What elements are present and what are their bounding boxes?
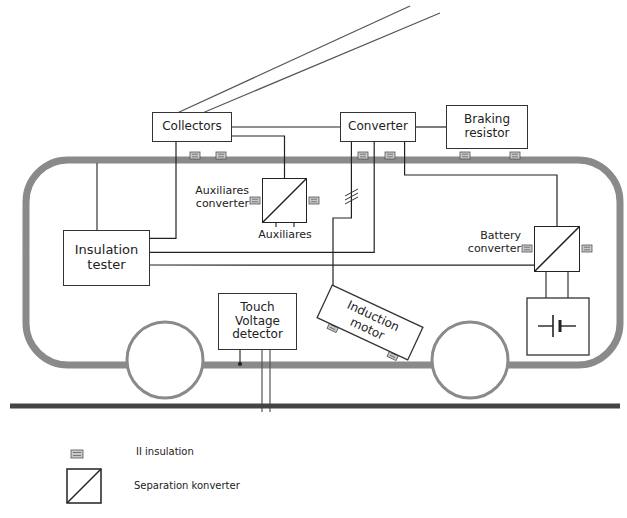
- probe-dot: [238, 362, 242, 366]
- separation-converter: Auxiliares converter: [262, 178, 307, 223]
- insulation-mark: [250, 197, 260, 204]
- wire-connector: [232, 136, 285, 178]
- node-text: Auxiliares converter: [191, 185, 249, 210]
- insulation-mark: [216, 152, 226, 159]
- node-text: Induction motor: [322, 291, 417, 355]
- battery-plate: [552, 315, 554, 337]
- node-text: Converter: [346, 120, 410, 134]
- swatch-square: [67, 469, 101, 503]
- node-text: Insulation tester: [69, 243, 144, 273]
- node-text: Collectors: [158, 120, 226, 134]
- body-probe: [239, 350, 240, 364]
- collector-box: Collectors: [152, 112, 232, 142]
- wire-connector: [150, 264, 534, 265]
- battery-wire: [567, 272, 568, 298]
- node-text: Touch Voltage detector: [224, 301, 291, 342]
- wire-connector: [232, 126, 340, 127]
- insulation-mark: [190, 152, 200, 159]
- motor-rect: [317, 285, 423, 360]
- insulation-swatch: [70, 449, 84, 459]
- bus-body: [26, 160, 620, 365]
- node-text: Battery converter: [459, 230, 521, 255]
- battery-wire: [545, 272, 546, 298]
- trolley-pole: [200, 13, 440, 114]
- road: [10, 404, 620, 409]
- aux-wire: [293, 223, 294, 227]
- node-text: Braking resistor: [452, 113, 522, 141]
- separation-converter: Battery converter: [534, 226, 580, 272]
- wire-connector: [150, 142, 374, 252]
- resistor-box: Braking resistor: [446, 105, 528, 149]
- insulation-mark: [460, 152, 470, 159]
- trolley-pole: [175, 6, 410, 114]
- battery-box: [527, 298, 589, 355]
- battery-symbol: [538, 315, 576, 337]
- converter-symbol: [263, 179, 306, 222]
- aux-wire: [275, 223, 276, 227]
- converter-symbol: [535, 227, 579, 271]
- wheel: [432, 322, 508, 398]
- converter-diagonal: [263, 179, 306, 222]
- converter-swatch: [66, 468, 102, 504]
- legend-text: Separation konverter: [134, 480, 240, 492]
- converter-box: Converter: [340, 112, 416, 142]
- motor-box: Induction motor: [317, 285, 423, 360]
- battery-lead: [538, 325, 553, 326]
- insulation-mark: [582, 245, 592, 252]
- ground-wire: [96, 163, 97, 231]
- swatch-diagonal: [67, 469, 101, 503]
- insulation-mark: [309, 197, 319, 204]
- insulation-mark: [510, 152, 520, 159]
- insulation-mark: [358, 152, 368, 159]
- swatch-stripe: [73, 455, 81, 456]
- ground-probe: [261, 350, 262, 412]
- swatch-stripe: [73, 452, 81, 453]
- converter-diagonal: [535, 227, 579, 271]
- swatch-mark: [71, 450, 83, 458]
- detector-box: Touch Voltage detector: [218, 293, 297, 350]
- wheel: [127, 322, 203, 398]
- battery-lead: [560, 325, 576, 326]
- wire-connector: [333, 142, 351, 285]
- insulation-mark: [385, 152, 395, 159]
- insulation-mark: [522, 245, 532, 252]
- wire-connector: [405, 142, 557, 226]
- ground-probe: [269, 350, 270, 412]
- wire-connector: [150, 142, 176, 238]
- part-label: Auxiliares: [254, 229, 316, 242]
- wire-connector: [416, 126, 446, 127]
- tester-box: Insulation tester: [63, 230, 150, 286]
- legend-text: II insulation: [136, 446, 194, 458]
